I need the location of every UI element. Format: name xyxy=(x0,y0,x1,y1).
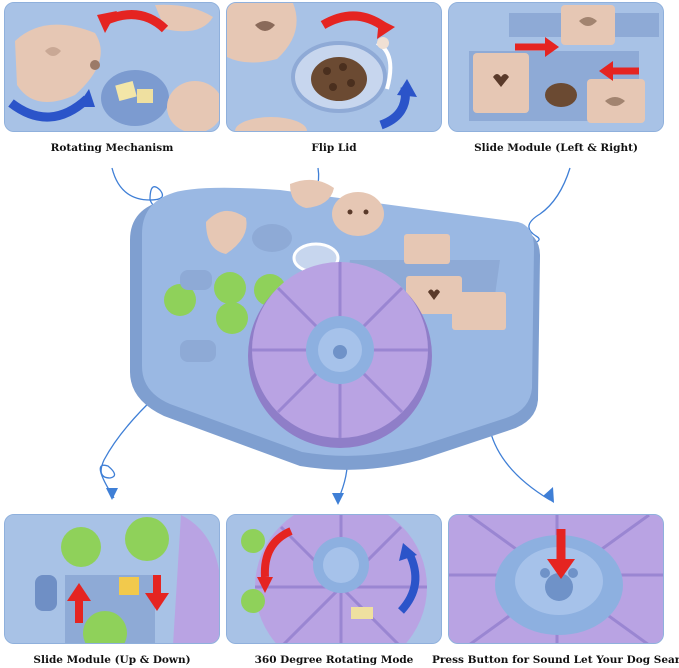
caption-rotating-mode: 360 Degree Rotating Mode xyxy=(254,654,414,666)
paw-piece-4 xyxy=(216,302,248,334)
slide-module-lr-panel xyxy=(448,2,664,132)
caption-slide-module-ud: Slide Module (Up & Down) xyxy=(33,654,191,666)
lid-shape xyxy=(15,24,101,103)
kibble-food xyxy=(311,57,367,101)
slide-module-lr-photo xyxy=(449,3,663,131)
rotating-mechanism-panel xyxy=(4,2,220,132)
block-paw xyxy=(452,292,506,330)
block-top xyxy=(404,234,450,264)
slide-module-ud-panel xyxy=(4,514,220,644)
slide-module-ud-photo xyxy=(5,515,219,643)
flip-lid-panel xyxy=(226,2,442,132)
rotating-mode-photo xyxy=(227,515,441,643)
blue-rotate-arrow xyxy=(397,551,420,614)
flip-lid-photo xyxy=(227,3,441,131)
caption-press-button: Press Button for Sound Let Your Dog Sear… xyxy=(432,654,679,666)
caption-slide-module-lr: Slide Module (Left & Right) xyxy=(474,142,638,154)
rotating-mechanism-photo xyxy=(5,3,219,131)
rotating-mode-panel xyxy=(226,514,442,644)
lid-top xyxy=(290,179,334,208)
bear-lid xyxy=(332,192,384,236)
caption-rotating-mechanism: Rotating Mechanism xyxy=(50,142,174,154)
red-rotate-arrow xyxy=(260,527,293,578)
press-button-photo xyxy=(449,515,663,643)
paw-piece-2 xyxy=(214,272,246,304)
press-button-panel xyxy=(448,514,664,644)
caption-flip-lid: Flip Lid xyxy=(311,142,357,154)
lid-left xyxy=(206,210,247,254)
paw-piece-1 xyxy=(164,284,196,316)
puzzle-feeder-main-photo xyxy=(99,167,571,505)
